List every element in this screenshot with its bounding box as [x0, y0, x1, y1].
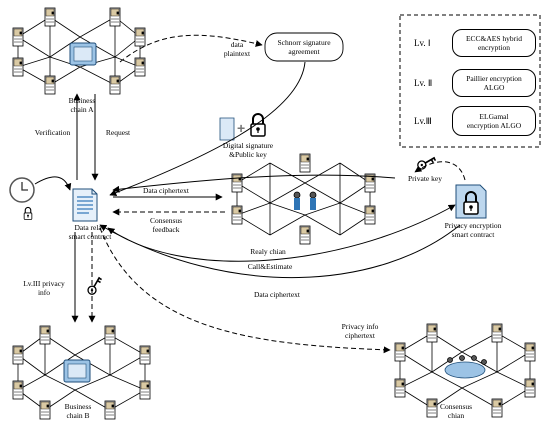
private-key-label: Private key	[400, 174, 450, 183]
data-ciphertext-top-text: Data ciphertext	[142, 186, 190, 195]
data-relay-line2: smart contract	[68, 232, 112, 241]
digital-signature-line2: &Public key	[229, 150, 267, 159]
arrow-key-to-relay	[112, 174, 396, 193]
level-3-algo-line1: ELGamal	[479, 112, 509, 121]
privacy-info-ciphertext-line1: Privacy info	[341, 322, 379, 331]
business-chain-a-line1: Business	[68, 96, 96, 105]
digital-signature-label: Digital signature &Public key	[208, 141, 288, 159]
privacy-contract-label: Privacy encryption smart contract	[428, 221, 518, 239]
consensus-feedback-line2: feedback	[152, 225, 180, 234]
consensus-chain-line1: Consensus	[439, 402, 473, 411]
arrow-data-ciphertext-bottom	[99, 224, 461, 279]
svg-text:+: +	[237, 120, 245, 136]
data-plaintext-label: data plaintext	[217, 40, 257, 58]
request-label: Request	[98, 128, 138, 137]
schnorr-line2: agreement	[288, 47, 320, 56]
consensus-feedback-label: Consensus feedback	[136, 216, 196, 234]
level-1-algo-line2: encryption	[477, 43, 511, 52]
privacy-contract-line1: Privacy encryption	[444, 221, 502, 230]
schnorr-label: Schnorr signature agreement	[266, 38, 342, 56]
verification-label: Verification	[30, 128, 75, 137]
verification-text: Verification	[34, 128, 71, 137]
key-icon	[85, 274, 104, 297]
business-chain-a-network	[12, 7, 146, 95]
level-2-algo-line2: ALGO	[483, 83, 505, 92]
call-estimate-label: Call&Estimate	[240, 262, 300, 271]
business-chain-b-line1: Business	[64, 402, 92, 411]
arrow-schnorr-to-relay	[109, 61, 306, 196]
privacy-info-ciphertext-label: Privacy info ciphertext	[330, 322, 390, 340]
lv3-privacy-line2: info	[37, 288, 51, 297]
private-key-icon	[415, 153, 438, 172]
digital-signature-icon: +	[219, 113, 266, 141]
privacy-info-ciphertext-line2: ciphertext	[345, 331, 375, 340]
encryption-levels-box	[399, 14, 541, 148]
realy-chain-label: Realy chian	[238, 247, 298, 256]
privacy-contract-icon	[455, 184, 487, 219]
private-key-text: Private key	[408, 174, 442, 183]
level-1-algo-line1: ECC&AES hybrid	[465, 34, 523, 43]
data-ciphertext-bottom-text: Data ciphertext	[253, 290, 301, 299]
level-1-label: Lv. Ⅰ	[414, 38, 431, 48]
request-text: Request	[105, 128, 131, 137]
arrow-data-plaintext	[119, 34, 263, 63]
consensus-chain-line2: chian	[447, 411, 465, 420]
consensus-feedback-line1: Consensus	[149, 216, 183, 225]
level-3-algo: ELGamal encryption ALGO	[452, 106, 536, 136]
data-relay-line1: Data relay	[74, 223, 106, 232]
realy-chain-text: Realy chian	[250, 247, 286, 256]
arrow-privacy-info-ciphertext	[99, 227, 391, 354]
business-chain-b-label: Business chain B	[48, 402, 108, 420]
arrow-private-key	[414, 161, 466, 181]
data-plaintext-line2: plaintext	[223, 49, 251, 58]
self-loop-arrow	[34, 176, 72, 191]
consensus-chain-label: Consensus chian	[426, 402, 486, 420]
business-chain-b-network	[12, 325, 151, 420]
clock-lock-icon	[9, 177, 35, 221]
data-plaintext-line1: data	[230, 40, 244, 49]
data-ciphertext-top-label: Data ciphertext	[136, 186, 196, 195]
privacy-contract-line2: smart contract	[451, 230, 495, 239]
lv3-privacy-label: Lv.III privacy info	[14, 279, 74, 297]
level-2-algo-line1: Paillier encryption	[466, 74, 522, 83]
digital-signature-line1: Digital signature	[222, 141, 274, 150]
level-3-label: Lv.Ⅲ	[414, 116, 432, 126]
consensus-chain-network	[394, 323, 536, 418]
call-estimate-text: Call&Estimate	[247, 262, 293, 271]
data-relay-label: Data relay smart contract	[55, 223, 125, 241]
business-chain-b-line2: chain B	[66, 411, 90, 420]
data-relay-contract-icon	[72, 188, 98, 222]
level-1-algo: ECC&AES hybrid encryption	[452, 29, 536, 57]
lv3-privacy-line1: Lv.III privacy	[23, 279, 65, 288]
level-3-algo-line2: encryption ALGO	[466, 121, 522, 130]
relay-chain-network	[231, 153, 376, 245]
business-chain-a-label: Business chain A	[52, 96, 112, 114]
data-ciphertext-bottom-label: Data ciphertext	[242, 290, 312, 299]
schnorr-box	[264, 32, 344, 62]
level-2-label: Lv. Ⅱ	[414, 78, 433, 88]
schnorr-line1: Schnorr signature	[277, 38, 331, 47]
level-2-algo: Paillier encryption ALGO	[452, 69, 536, 97]
business-chain-a-line2: chain A	[70, 105, 94, 114]
